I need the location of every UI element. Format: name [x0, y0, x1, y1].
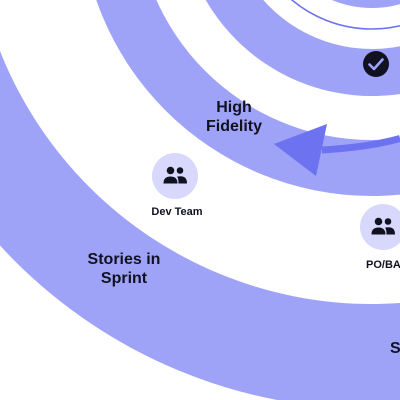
check-circle-icon: [363, 51, 389, 77]
inner-orbit-line: [290, 0, 400, 30]
people-icon: [163, 166, 187, 184]
inner-ring-gap: [263, 0, 400, 49]
cut-off-label: S: [390, 340, 400, 357]
dev-team-node: [152, 153, 198, 199]
high-fidelity-label-line1: High: [216, 99, 252, 116]
stories-in-sprint-label-line2: Sprint: [101, 270, 148, 287]
stories-in-sprint-label-line1: Stories in: [88, 251, 161, 268]
high-fidelity-label-line2: Fidelity: [206, 118, 262, 135]
people-icon: [371, 217, 395, 235]
dev-team-label: Dev Team: [151, 206, 202, 218]
core-circle: [332, 0, 400, 8]
cycle-arrow-shaft: [321, 135, 400, 154]
po-ba-label: PO/BA: [366, 259, 400, 271]
po-ba-node: [360, 204, 400, 250]
cycle-arrow-head: [274, 124, 327, 176]
